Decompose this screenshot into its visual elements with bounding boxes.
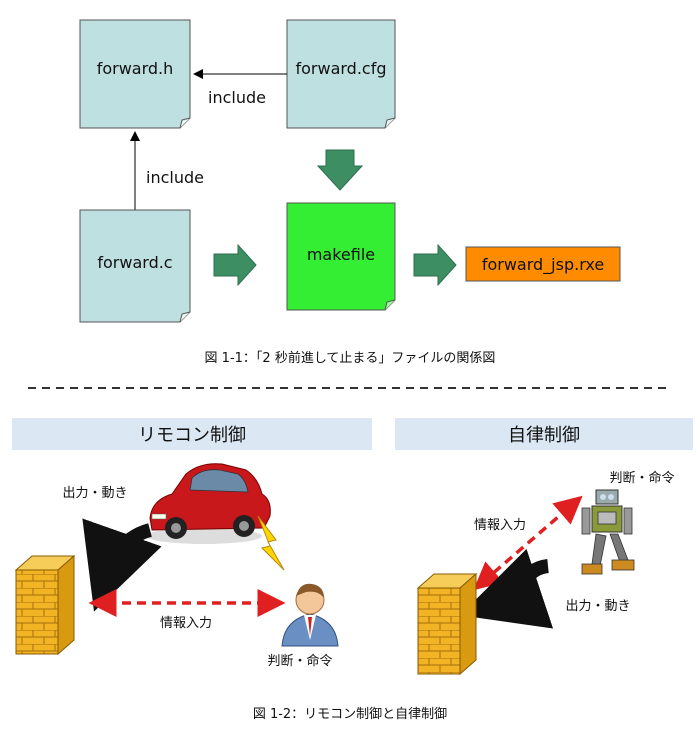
fig2-caption: 図 1-2：リモコン制御と自律制御 <box>253 707 447 722</box>
forward-c-label: forward.c <box>97 253 172 272</box>
forward-h-label: forward.h <box>97 59 174 78</box>
remote-info-label: 情報入力 <box>160 616 212 631</box>
forward-cfg-label: forward.cfg <box>295 59 386 78</box>
auto-output-label: 出力・動き <box>565 599 630 614</box>
auto-info-label: 情報入力 <box>474 518 526 533</box>
file-makefile: makefile <box>286 202 396 311</box>
file-forward-cfg: forward.cfg <box>286 19 396 129</box>
right-arrow-makefile-to-output <box>413 243 457 287</box>
include-label-left: include <box>146 168 204 187</box>
autonomous-control-header: 自律制御 <box>395 418 693 450</box>
down-arrow-to-makefile <box>316 149 364 191</box>
fig1-caption: 図 1-1：「2 秒前進して止まる」ファイルの関係図 <box>205 350 496 366</box>
file-forward-h: forward.h <box>79 19 191 129</box>
remote-judge-label: 判断・命令 <box>267 653 332 669</box>
lightning-icon <box>257 515 285 571</box>
remote-output-label: 出力・動き <box>62 486 127 501</box>
output-file-box: forward_jsp.rxe <box>465 246 621 282</box>
auto-judge-label: 判断・命令 <box>609 470 674 486</box>
auto-info-arrow <box>473 495 583 591</box>
curved-output-arrow-right <box>460 548 554 629</box>
include-label-top: include <box>208 88 266 107</box>
brick-wall-icon-right <box>416 572 478 676</box>
robot-icon <box>581 489 635 575</box>
right-arrow-c-to-makefile <box>213 243 257 287</box>
brick-wall-icon-left <box>14 554 76 656</box>
person-icon <box>281 583 339 647</box>
curved-output-arrow-left <box>82 518 162 612</box>
remote-control-header: リモコン制御 <box>12 418 372 450</box>
makefile-label: makefile <box>307 245 375 264</box>
file-forward-c: forward.c <box>79 209 191 323</box>
autonomous-control-title: 自律制御 <box>508 425 580 446</box>
output-label: forward_jsp.rxe <box>482 255 604 275</box>
remote-control-title: リモコン制御 <box>138 425 246 446</box>
car-icon <box>146 463 271 544</box>
